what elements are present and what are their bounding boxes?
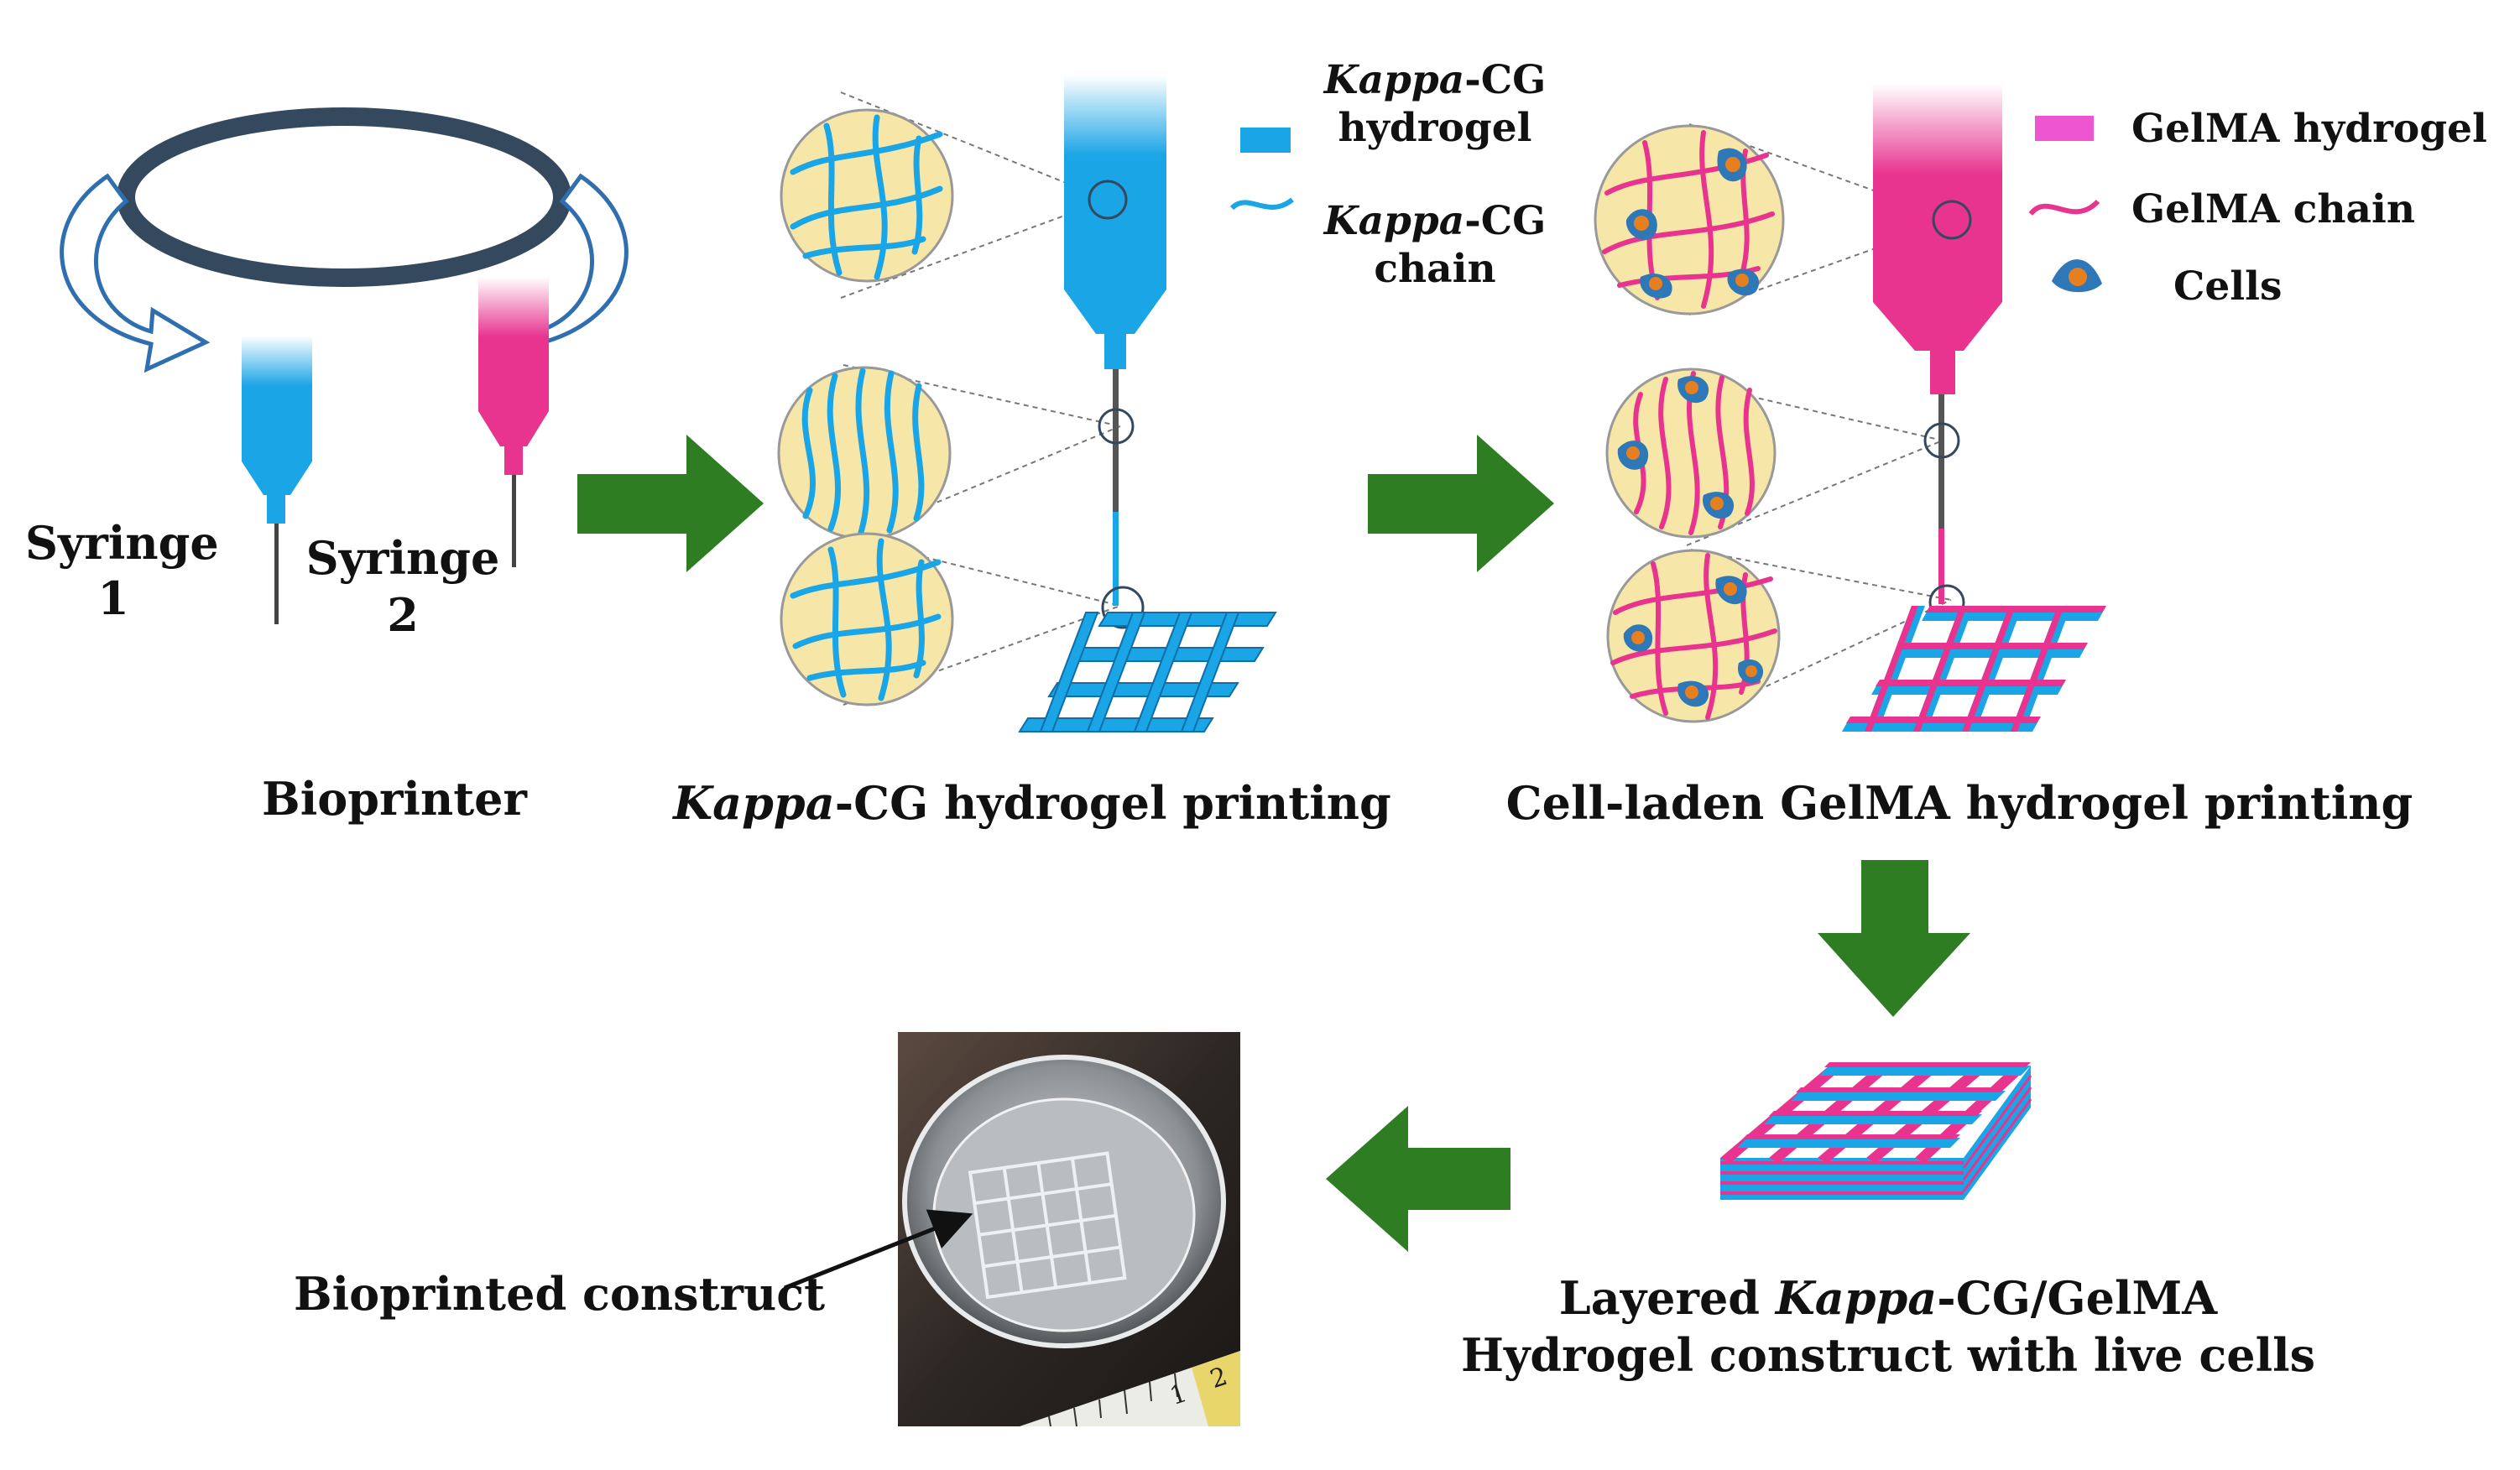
cell-icon bbox=[1617, 376, 1735, 519]
kappa-chain-legend-italic: Kappa bbox=[1323, 198, 1465, 244]
kappa-stage-caption-rest: -CG hydrogel printing bbox=[834, 776, 1391, 830]
kappa-chain-legend-line2: chain bbox=[1374, 246, 1496, 292]
ruler bbox=[1020, 1351, 1240, 1426]
process-arrow-icon bbox=[1368, 435, 1554, 572]
syringe-1-label-line2: 1 bbox=[97, 571, 129, 625]
kappa-hydrogel-legend-label: Kappa-CG hydrogel bbox=[1309, 60, 1561, 148]
gelma-network-zoom bbox=[1594, 124, 1785, 315]
syringe-2-label-line1: Syringe bbox=[305, 531, 500, 585]
cells-legend-label: Cells bbox=[2173, 263, 2283, 310]
syringe-1-label: Syringe 1 bbox=[25, 516, 219, 625]
gelma-hydrogel-legend-label: GelMA hydrogel bbox=[2131, 106, 2487, 152]
kappa-stage bbox=[777, 76, 1277, 732]
kappa-chain-legend-rest: -CG bbox=[1464, 198, 1547, 244]
gelma-deposited-zoom bbox=[1606, 549, 1781, 723]
pointer-arrow bbox=[784, 1209, 973, 1290]
kappa-chain-swatch bbox=[1229, 197, 1294, 211]
syringe-icon bbox=[478, 277, 549, 567]
gelma-stage-caption: Cell-laden GelMA hydrogel printing bbox=[1505, 776, 2413, 830]
rotate-left-icon bbox=[60, 173, 211, 373]
syringe-icon bbox=[242, 336, 312, 624]
scaffold-grid-icon bbox=[1842, 606, 2106, 732]
syringe-1-label-line1: Syringe bbox=[25, 516, 219, 570]
gelma-stage bbox=[1594, 84, 2106, 732]
gelma-aligned-zoom bbox=[1605, 368, 1777, 539]
kappa-hydrogel-swatch bbox=[1240, 128, 1291, 153]
bioprinter-caption: Bioprinter bbox=[262, 772, 527, 826]
kappa-hydrogel-legend-italic: Kappa bbox=[1323, 57, 1465, 103]
bioprinted-construct-photo bbox=[898, 1032, 1240, 1427]
bioprinter-group bbox=[60, 107, 629, 624]
layered-construct-icon bbox=[1720, 1062, 2032, 1200]
scaffold-grid-icon bbox=[1018, 612, 1277, 732]
gelma-chain-legend-label: GelMA chain bbox=[2131, 186, 2416, 232]
kappa-aligned-zoom bbox=[777, 366, 952, 540]
process-arrow-icon bbox=[1326, 1106, 1510, 1252]
cell-icon bbox=[2052, 259, 2102, 293]
gelma-hydrogel-swatch bbox=[2035, 116, 2094, 141]
bioprinted-construct-label: Bioprinted construct bbox=[294, 1267, 826, 1321]
kappa-hydrogel-legend-rest: -CG bbox=[1464, 57, 1547, 103]
syringe-2-label-line2: 2 bbox=[387, 588, 419, 642]
kappa-chain-legend-label: Kappa-CG chain bbox=[1309, 201, 1561, 289]
kappa-network-zoom bbox=[780, 108, 954, 283]
cell-icon bbox=[1625, 148, 1760, 299]
syringe-2-label: Syringe 2 bbox=[302, 535, 503, 638]
layered-caption-pre: Layered bbox=[1558, 1271, 1776, 1325]
layered-caption-italic: Kappa bbox=[1775, 1271, 1938, 1325]
layered-caption-line2: Hydrogel construct with live cells bbox=[1460, 1328, 2316, 1382]
rotation-ring bbox=[117, 107, 571, 287]
layered-caption: Layered Kappa-CG/GelMA Hydrogel construc… bbox=[1427, 1275, 2350, 1378]
kappa-deposited-zoom bbox=[780, 532, 954, 706]
cell-icon bbox=[1623, 576, 1764, 707]
process-arrow-icon bbox=[1818, 860, 1970, 1017]
kappa-hydrogel-legend-line2: hydrogel bbox=[1338, 105, 1532, 151]
process-arrow-icon bbox=[577, 435, 764, 572]
gelma-chain-swatch bbox=[2028, 199, 2100, 216]
layered-caption-rest: -CG/GelMA bbox=[1937, 1271, 2218, 1325]
kappa-stage-caption-italic: Kappa bbox=[673, 776, 835, 830]
kappa-stage-caption: Kappa-CG hydrogel printing bbox=[655, 780, 1410, 826]
